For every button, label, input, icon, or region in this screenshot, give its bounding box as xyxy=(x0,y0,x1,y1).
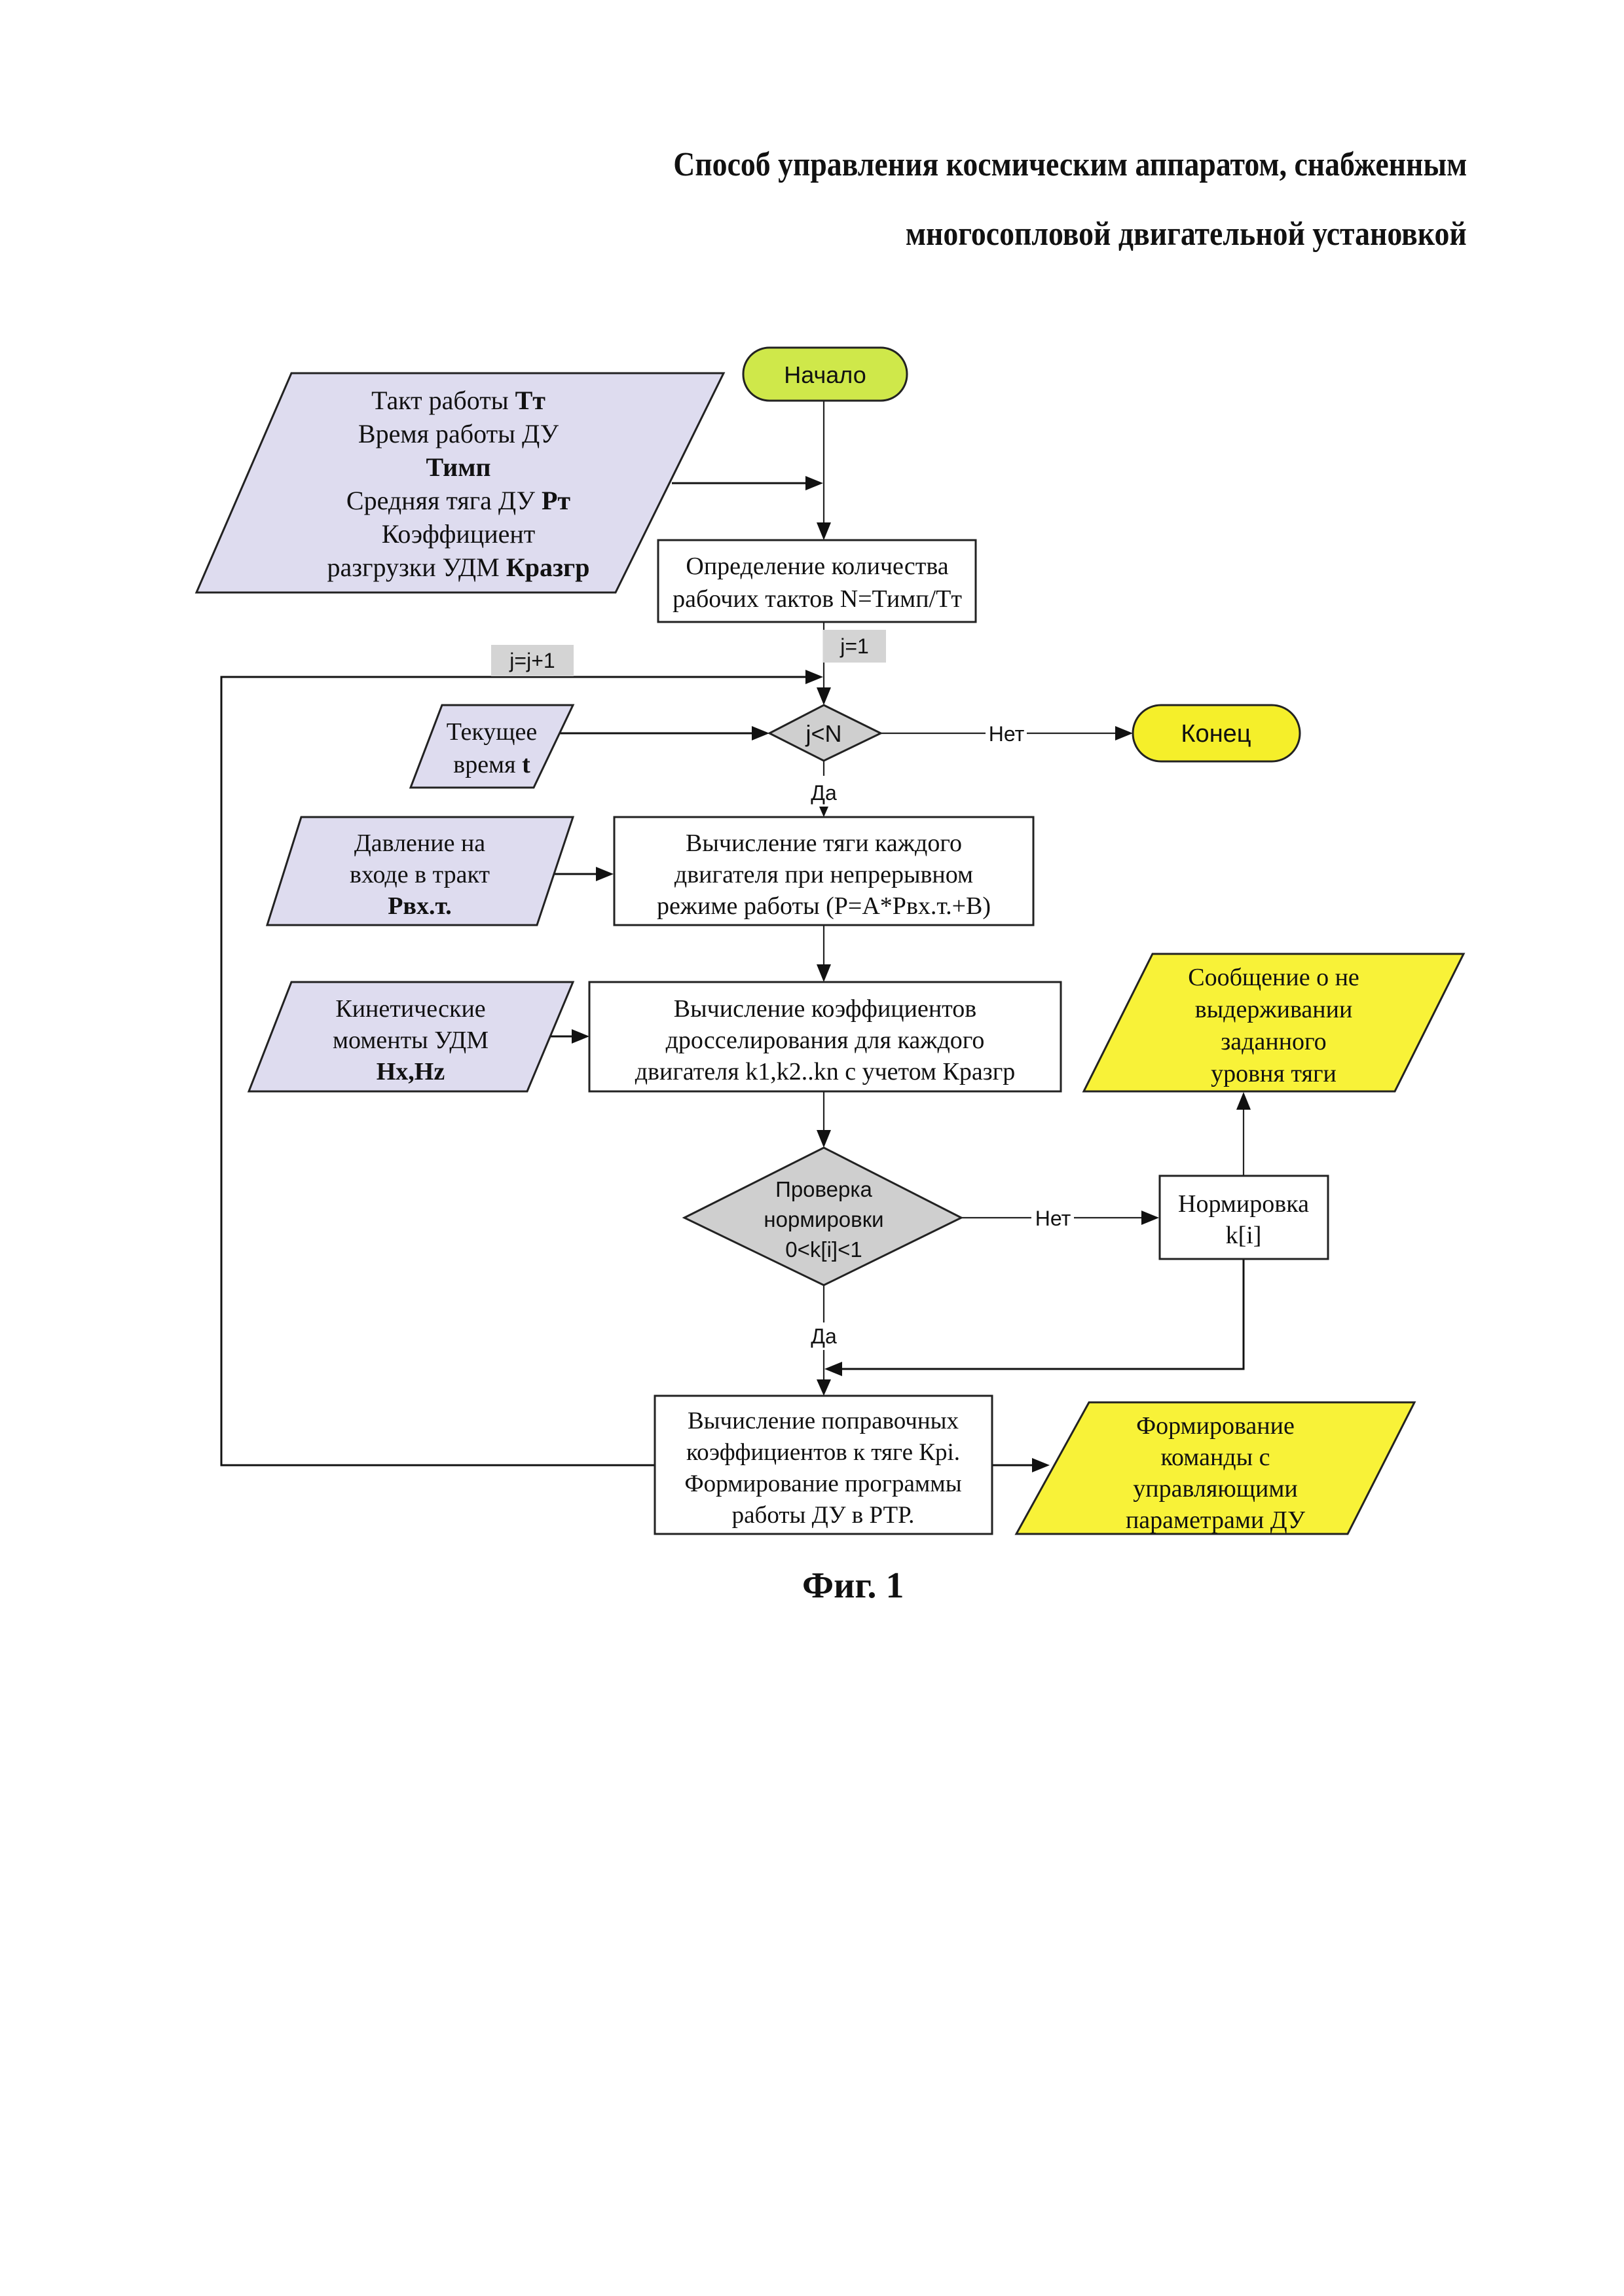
input-params-line-6: разгрузки УДМ Кразгр xyxy=(327,553,590,582)
input-params-line-3: Тимп xyxy=(426,452,490,482)
input-pressure-line-2: входе в тракт xyxy=(350,861,490,888)
process-correction[interactable]: Вычисление поправочных коэффициентов к т… xyxy=(654,1394,993,1535)
input-kinetic-line-3: Hx,Hz xyxy=(377,1058,445,1085)
decision-loop-no-label: Нет xyxy=(989,722,1025,746)
arrowhead-down-icon xyxy=(817,687,831,705)
arrowhead-right-icon xyxy=(805,670,823,684)
input-params-line-2: Время работы ДУ xyxy=(358,419,559,448)
input-current-time-line-2: время t xyxy=(453,751,530,778)
decision-norm-check[interactable]: Проверка нормировки 0<k[i]<1 Нет Да xyxy=(682,1146,1071,1348)
input-kinetic-line-1: Кинетические xyxy=(335,995,485,1023)
process-thrust-calc-line-1: Вычисление тяги каждого xyxy=(686,829,962,857)
output-warning-line-4: уровня тяги xyxy=(1211,1060,1337,1087)
loop-init-label: j=1 xyxy=(823,630,886,663)
process-throttle-coeffs-line-1: Вычисление коэффициентов xyxy=(674,995,976,1023)
input-kinetic-text: Кинетические моменты УДМ Hx,Hz xyxy=(333,995,489,1085)
process-count-cycles[interactable]: Определение количества рабочих тактов N=… xyxy=(657,539,977,623)
output-command-line-2: команды с xyxy=(1160,1444,1270,1471)
process-count-cycles-line-2: рабочих тактов N=Тимп/Тт xyxy=(673,585,962,613)
start-terminator[interactable]: Начало xyxy=(742,346,908,402)
arrowhead-down-icon xyxy=(817,522,831,540)
input-current-time-line-1: Текущее xyxy=(447,718,538,746)
figure-caption: Фиг. 1 xyxy=(802,1565,904,1606)
process-correction-line-1: Вычисление поправочных xyxy=(688,1408,959,1434)
loop-increment-label: j=j+1 xyxy=(491,645,574,676)
arrowhead-left-icon xyxy=(824,1362,842,1376)
process-thrust-calc-line-2: двигателя при непрерывном xyxy=(674,861,973,888)
arrowhead-right-icon xyxy=(572,1029,589,1044)
process-correction-line-3: Формирование программы xyxy=(684,1470,961,1497)
process-throttle-coeffs-line-2: дросселирования для каждого xyxy=(666,1027,985,1054)
input-pressure-line-3: Рвх.т. xyxy=(388,892,452,920)
process-normalize[interactable]: Нормировка k[i] xyxy=(1158,1175,1329,1260)
input-kinetic-moments[interactable]: Кинетические моменты УДМ Hx,Hz xyxy=(247,981,575,1093)
decision-loop-check-text: j<N xyxy=(805,720,841,747)
input-kinetic-line-2: моменты УДМ xyxy=(333,1027,489,1054)
input-params-line-1: Такт работы Тт xyxy=(371,386,545,415)
input-current-time[interactable]: Текущее время t xyxy=(409,704,575,789)
input-params-line-4: Средняя тяга ДУ Рт xyxy=(346,486,571,515)
process-throttle-coeffs-line-3: двигателя k1,k2..kn с учетом Кразгр xyxy=(635,1058,1016,1085)
arrowhead-right-icon xyxy=(1115,726,1133,740)
process-normalize-line-2: k[i] xyxy=(1226,1222,1262,1249)
arrowhead-right-icon xyxy=(752,726,769,740)
process-thrust-calc-line-3: режиме работы (P=A*Рвх.т.+B) xyxy=(657,892,991,920)
process-count-cycles-line-1: Определение количества xyxy=(686,553,948,580)
decision-norm-yes-label: Да xyxy=(811,1324,837,1348)
arrowhead-down-icon xyxy=(817,1379,831,1396)
process-throttle-coeffs[interactable]: Вычисление коэффициентов дросселирования… xyxy=(588,981,1062,1093)
input-current-time-text: Текущее время t xyxy=(447,718,538,778)
process-correction-line-2: коэффициентов к тяге Кpi. xyxy=(686,1439,960,1466)
start-label: Начало xyxy=(784,361,866,388)
decision-norm-check-line-3: 0<k[i]<1 xyxy=(785,1237,862,1262)
arrowhead-right-icon xyxy=(1032,1458,1050,1472)
end-terminator[interactable]: Конец xyxy=(1132,704,1301,763)
process-thrust-calc[interactable]: Вычисление тяги каждого двигателя при не… xyxy=(613,816,1035,926)
arrowhead-up-icon xyxy=(1236,1092,1251,1110)
loop-increment-text: j=j+1 xyxy=(509,649,555,672)
output-command-line-3: управляющими xyxy=(1133,1475,1297,1503)
arrowhead-right-icon xyxy=(1141,1211,1159,1225)
arrowhead-right-icon xyxy=(596,867,614,881)
arrowhead-down-icon xyxy=(817,964,831,982)
decision-norm-no-label: Нет xyxy=(1035,1207,1071,1230)
decision-norm-check-line-1: Проверка xyxy=(775,1177,872,1201)
arrowhead-down-icon xyxy=(817,1130,831,1148)
output-warning-line-3: заданного xyxy=(1221,1028,1326,1055)
document-title-line-1: Способ управления космическим аппаратом,… xyxy=(673,146,1467,183)
end-label: Конец xyxy=(1181,720,1251,748)
input-pressure-line-1: Давление на xyxy=(354,829,485,857)
process-correction-line-4: работы ДУ в РТР. xyxy=(732,1502,915,1529)
arrowhead-right-icon xyxy=(805,476,823,490)
connector-loop-return xyxy=(220,676,807,1467)
arrowhead-down-icon xyxy=(819,807,828,817)
output-warning-line-2: выдерживании xyxy=(1195,996,1353,1023)
process-normalize-line-1: Нормировка xyxy=(1178,1190,1309,1218)
output-thrust-warning[interactable]: Сообщение о не выдерживании заданного ур… xyxy=(1082,953,1466,1093)
decision-loop-check[interactable]: j<N Нет Да xyxy=(767,704,1025,805)
connector-normalize-return xyxy=(841,1259,1245,1370)
decision-loop-yes-label: Да xyxy=(811,781,837,805)
output-command[interactable]: Формирование команды с управляющими пара… xyxy=(1014,1401,1416,1535)
loop-init-text: j=1 xyxy=(840,634,869,658)
output-warning-line-1: Сообщение о не xyxy=(1188,964,1359,991)
document-title-line-2: многосопловой двигательной установкой xyxy=(906,215,1467,253)
connectors xyxy=(220,401,1251,1472)
output-command-line-4: параметрами ДУ xyxy=(1126,1506,1305,1534)
input-params-line-5: Коэффициент xyxy=(382,519,536,549)
output-command-line-1: Формирование xyxy=(1136,1412,1295,1440)
decision-norm-check-line-2: нормировки xyxy=(764,1207,883,1231)
